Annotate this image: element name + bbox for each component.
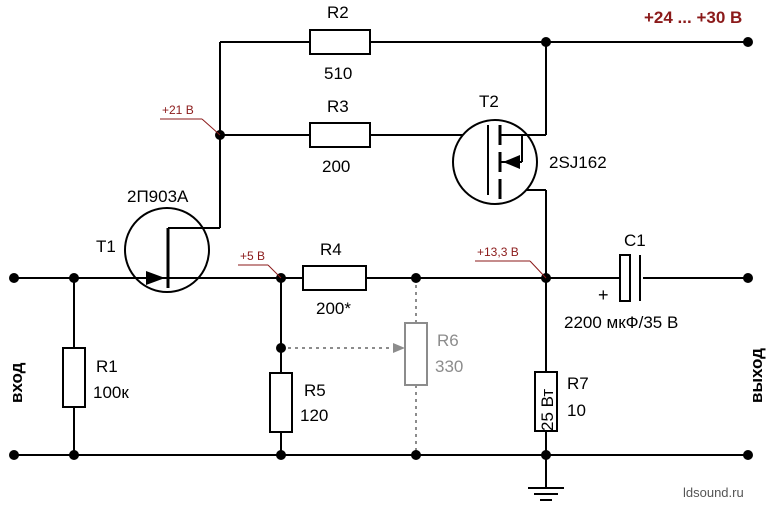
wires: [14, 41, 748, 488]
t1-symbol: [124, 207, 210, 293]
r1-ref: R1: [96, 357, 118, 376]
voltage-annotations: +21 В +5 В +13,3 В: [160, 103, 547, 279]
r4-body: [302, 265, 367, 291]
t2-symbol: [452, 119, 546, 205]
c1-symbol: [619, 254, 641, 302]
r7-power: 25 Вт: [538, 389, 557, 431]
r3-value: 200: [322, 157, 350, 176]
r3-body: [309, 122, 371, 148]
input-label: вход: [7, 362, 26, 403]
site-label: ldsound.ru: [683, 485, 744, 500]
t1-part: 2П903А: [127, 187, 189, 206]
r4-value: 200*: [316, 299, 351, 318]
r6-body: [404, 322, 428, 386]
c1-ref: C1: [624, 231, 646, 250]
r2-value: 510: [324, 64, 352, 83]
r5-body: [269, 372, 293, 433]
r6-value: 330: [435, 357, 463, 376]
r5-value: 120: [300, 406, 328, 425]
t1-ref: T1: [96, 237, 116, 256]
r3-ref: R3: [327, 97, 349, 116]
r2-ref: R2: [327, 3, 349, 22]
supply-label: +24 ... +30 В: [644, 8, 742, 27]
c1-polarity: +: [598, 285, 609, 305]
r6-wiring: [281, 278, 417, 455]
t2-ref: T2: [479, 92, 499, 111]
c1-value: 2200 мкФ/35 В: [564, 313, 678, 332]
r7-value: 10: [567, 401, 586, 420]
ground-icon: [528, 487, 564, 501]
voltage-21: +21 В: [162, 103, 194, 117]
r7-ref: R7: [567, 374, 589, 393]
r7-body: [534, 371, 558, 432]
r2-body: [309, 29, 371, 55]
output-label: выход: [747, 348, 766, 403]
t2-part: 2SJ162: [549, 153, 607, 172]
voltage-13-3: +13,3 В: [477, 245, 519, 259]
r1-value: 100к: [93, 383, 129, 402]
r1-body: [62, 347, 86, 408]
r6-ref: R6: [437, 331, 459, 350]
r4-ref: R4: [320, 240, 342, 259]
r5-ref: R5: [304, 381, 326, 400]
voltage-5: +5 В: [240, 249, 265, 263]
